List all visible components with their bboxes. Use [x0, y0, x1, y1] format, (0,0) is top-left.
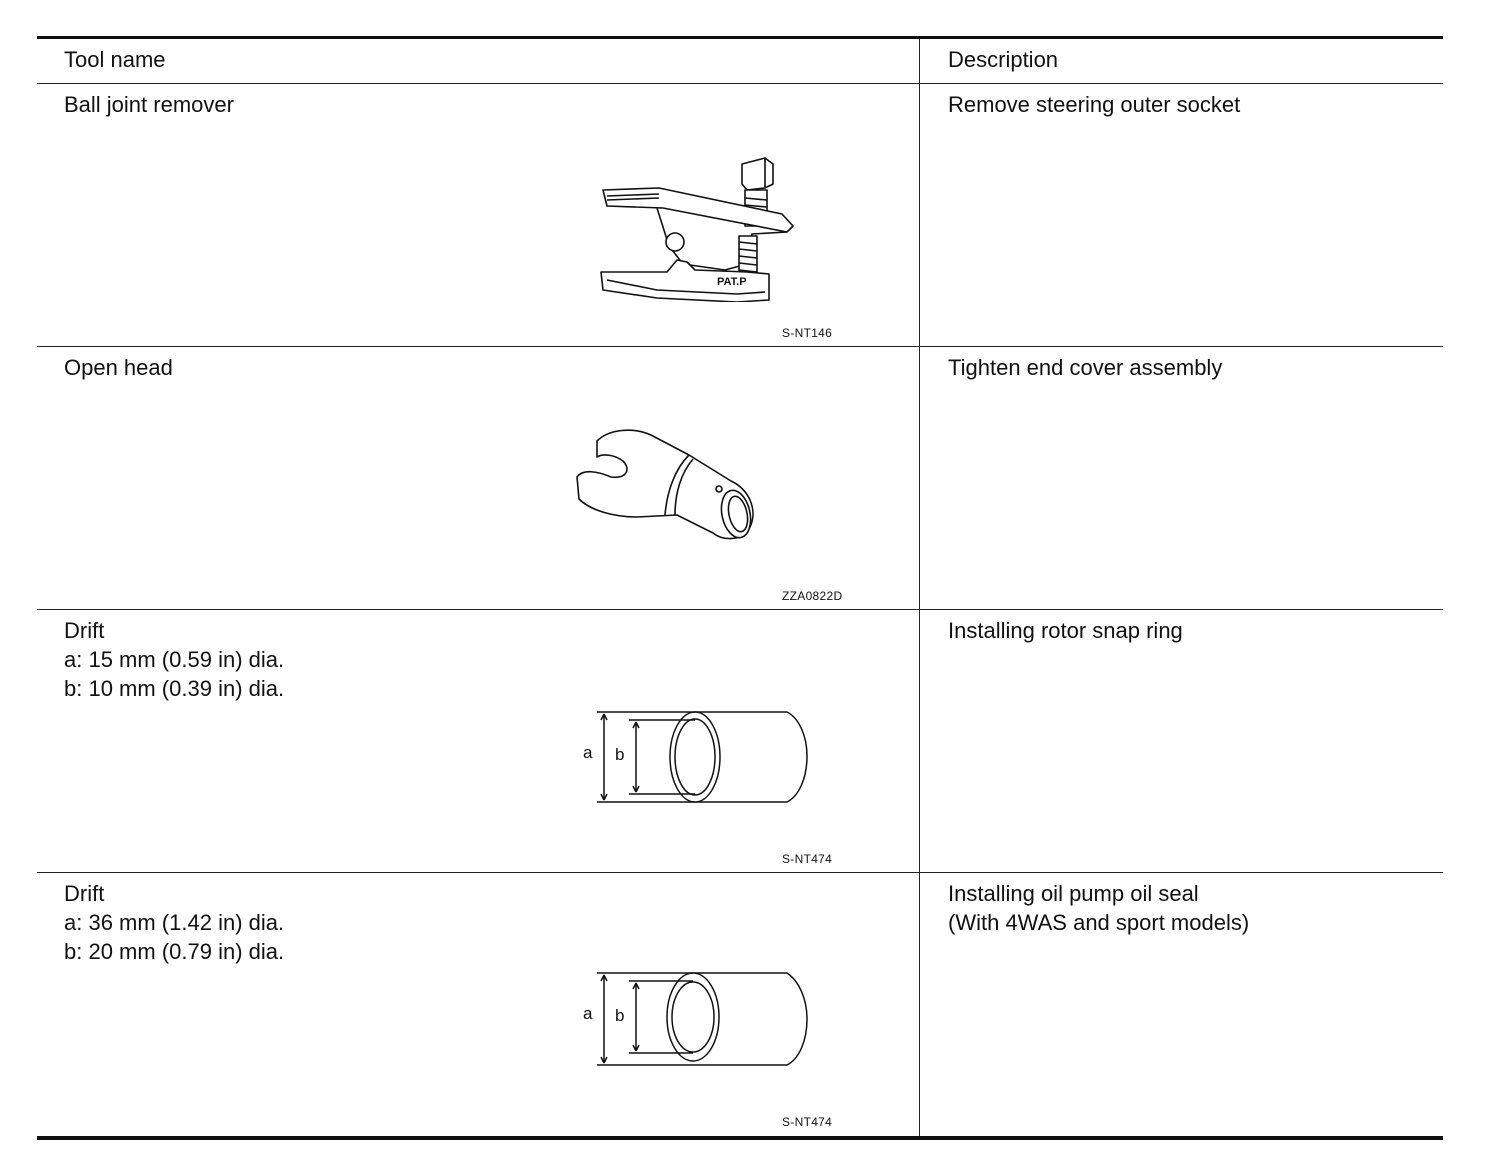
description-text: Remove steering outer socket	[948, 92, 1241, 117]
figure-code: S-NT146	[782, 326, 833, 340]
figure-code: S-NT474	[782, 852, 833, 866]
tool-name: Drift	[64, 881, 105, 906]
description-cell: Installing rotor snap ring	[920, 610, 1443, 872]
dimension-b-label: b	[615, 745, 624, 764]
description-text: Tighten end cover assembly	[948, 355, 1223, 380]
tool-name: Open head	[64, 355, 173, 380]
description-cell: Installing oil pump oil seal (With 4WAS …	[920, 873, 1443, 1136]
table-row: Open head ZZA0822D Tighten end cover ass…	[37, 347, 1443, 610]
dimension-a-label: a	[583, 1004, 593, 1023]
tool-name-cell: Open head ZZA0822D	[37, 347, 920, 609]
description-cell: Tighten end cover assembly	[920, 347, 1443, 609]
tool-spec-a: a: 36 mm (1.42 in) dia.	[64, 910, 285, 935]
table-row: Drift a: 15 mm (0.59 in) dia. b: 10 mm (…	[37, 610, 1443, 873]
table-row: Drift a: 36 mm (1.42 in) dia. b: 20 mm (…	[37, 873, 1443, 1136]
figure-code: S-NT474	[782, 1115, 833, 1129]
description-cell: Remove steering outer socket	[920, 84, 1443, 346]
table-row: Ball joint remover	[37, 84, 1443, 347]
tool-spec-b: b: 10 mm (0.39 in) dia.	[64, 676, 285, 701]
tool-name: Ball joint remover	[64, 92, 234, 117]
figure-label: PAT.P	[717, 276, 747, 288]
tool-name-cell: Drift a: 36 mm (1.42 in) dia. b: 20 mm (…	[37, 873, 920, 1136]
tool-spec-a: a: 15 mm (0.59 in) dia.	[64, 647, 285, 672]
drift-icon: a b	[577, 969, 817, 1073]
ball-joint-remover-icon: PAT.P	[597, 154, 807, 302]
header-description: Description	[948, 47, 1059, 72]
description-text: Installing rotor snap ring	[948, 618, 1183, 643]
drift-icon: a b	[577, 706, 817, 810]
tool-spec-b: b: 20 mm (0.79 in) dia.	[64, 939, 285, 964]
description-text: Installing oil pump oil seal	[948, 881, 1199, 906]
figure-code: ZZA0822D	[782, 589, 843, 603]
tool-name-cell: Ball joint remover	[37, 84, 920, 346]
table-header-row: Tool name Description	[37, 39, 1443, 84]
special-service-tools-table: Tool name Description Ball joint remover	[37, 36, 1443, 1140]
description-text: (With 4WAS and sport models)	[948, 910, 1250, 935]
header-tool-name: Tool name	[37, 39, 920, 83]
dimension-a-label: a	[583, 743, 593, 762]
tool-name-cell: Drift a: 15 mm (0.59 in) dia. b: 10 mm (…	[37, 610, 920, 872]
open-head-wrench-icon	[571, 419, 763, 543]
dimension-b-label: b	[615, 1006, 624, 1025]
tool-name: Drift	[64, 618, 105, 643]
